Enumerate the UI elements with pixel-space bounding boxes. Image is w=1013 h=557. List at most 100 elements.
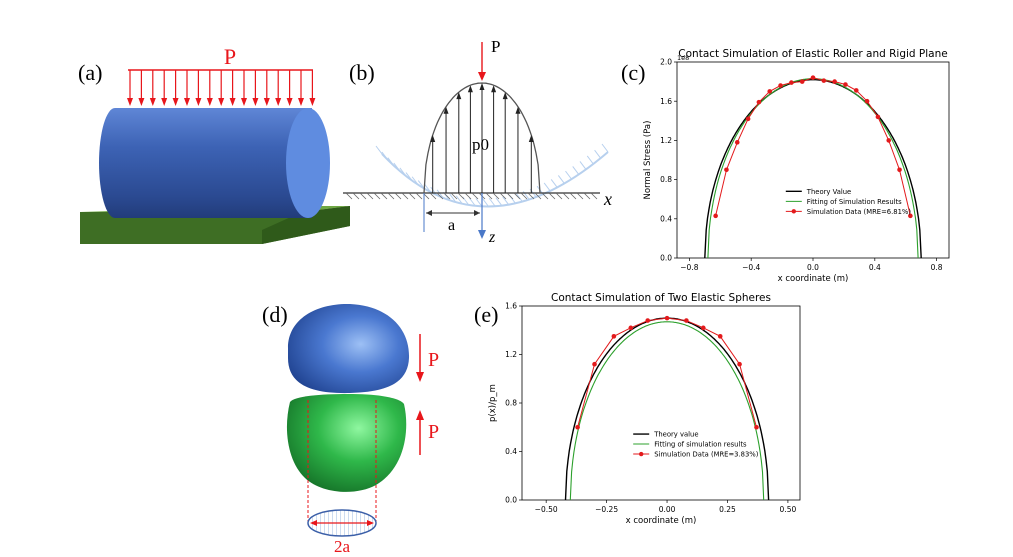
- ground-hatch-stroke: [506, 192, 514, 200]
- pressure-arrow-head: [491, 85, 497, 93]
- data-point-sim: [745, 116, 751, 122]
- z-axis-arrow: [478, 230, 486, 239]
- ground-hatch-stroke: [583, 192, 591, 200]
- surface-hatch-stroke: [557, 175, 565, 184]
- ground-hatch-stroke: [499, 192, 507, 200]
- data-point-sim: [713, 213, 718, 219]
- data-point-sim: [684, 318, 689, 323]
- ground-hatch-stroke: [541, 192, 549, 200]
- load-arrow-head: [218, 98, 225, 106]
- legend-marker-sim: [639, 451, 644, 457]
- data-point-sim: [767, 89, 773, 94]
- y-tick-label: 1.2: [660, 136, 672, 145]
- legend-entry: Simulation Data (MRE=6.81%): [807, 208, 912, 216]
- surface-hatch-stroke: [601, 143, 609, 153]
- load-arrow-head: [298, 98, 304, 106]
- sphere-top: [288, 303, 410, 394]
- ground-hatch-stroke: [576, 192, 584, 200]
- ground-hatch-stroke: [415, 192, 423, 200]
- chart-title: Contact Simulation of Elastic Roller and…: [678, 48, 947, 60]
- roller-body: [99, 108, 312, 218]
- pressure-arrow-head: [456, 92, 462, 100]
- y-tick-label: 2.0: [660, 58, 672, 67]
- ground-hatch-stroke: [387, 192, 395, 200]
- pressure-arrow-head: [528, 135, 534, 143]
- surface-hatch-stroke: [594, 149, 602, 159]
- load-arrow-top-head: [416, 372, 424, 382]
- data-point-sim: [810, 75, 816, 80]
- series-line-fit: [569, 321, 765, 501]
- data-point-sim: [724, 167, 729, 173]
- load-arrow-head: [206, 98, 213, 106]
- surface-hatch-stroke: [515, 193, 523, 202]
- panel-label-b: (b): [349, 60, 375, 85]
- pressure-arrow-head: [443, 106, 449, 114]
- surface-hatch-stroke: [468, 197, 476, 207]
- chart-title: Contact Simulation of Two Elastic Sphere…: [551, 292, 771, 304]
- ground-hatch-stroke: [471, 192, 479, 200]
- data-point-sim: [799, 79, 805, 84]
- y-tick-label: 0.8: [660, 175, 672, 184]
- data-point-sim: [575, 424, 580, 430]
- pressure-arrow-head: [479, 83, 485, 90]
- panel-label-c: (c): [621, 60, 645, 85]
- load-arrow-head: [286, 98, 293, 106]
- sphere-bottom: [286, 394, 407, 492]
- elastic-surface: [381, 151, 609, 208]
- data-point-sim: [754, 424, 759, 430]
- ground-hatch-stroke: [450, 192, 458, 200]
- surface-hatch-stroke: [475, 198, 483, 207]
- y-axis-label: p(x)/p_m: [488, 384, 498, 422]
- surface-hatch-stroke: [387, 157, 395, 167]
- surface-hatch-stroke: [565, 170, 572, 180]
- x-tick-label: −0.8: [680, 263, 698, 272]
- load-arrow-head: [127, 98, 133, 106]
- surface-hatch-stroke: [375, 145, 383, 155]
- half-width-label: a: [448, 217, 455, 234]
- series-line-fit: [707, 78, 919, 259]
- x-tick-label: −0.25: [595, 505, 618, 514]
- y-tick-label: 1.2: [505, 350, 517, 359]
- x-tick-label: 0.0: [807, 263, 819, 272]
- ground-hatch-stroke: [492, 192, 500, 200]
- data-point-sim: [734, 140, 740, 145]
- data-point-sim: [886, 138, 892, 143]
- panel-a: (a) P: [78, 44, 350, 244]
- surface-hatch-stroke: [430, 186, 438, 196]
- surface-hatch: [375, 143, 609, 207]
- ground-hatch-stroke: [373, 192, 381, 200]
- y-tick-label: 0.4: [660, 214, 672, 223]
- ground-hatch-stroke: [429, 192, 437, 200]
- data-point-sim: [756, 99, 762, 105]
- ground-hatch-stroke: [464, 192, 472, 200]
- data-point-sim: [611, 334, 617, 339]
- contact-width-arrow-right: [367, 520, 374, 526]
- data-point-sim: [628, 325, 634, 331]
- ground-hatch: [345, 192, 598, 200]
- surface-hatch-stroke: [399, 167, 407, 177]
- legend-entry: Simulation Data (MRE=3.83%): [654, 451, 759, 459]
- x-tick-label: −0.4: [742, 263, 760, 272]
- data-point-sim: [664, 315, 670, 321]
- y-tick-label: 0.0: [505, 496, 517, 505]
- load-arrow-head: [195, 98, 202, 106]
- data-point-sim: [853, 88, 859, 93]
- panel-e: (e) Contact Simulation of Two Elastic Sp…: [474, 292, 801, 526]
- pressure-arrow-head: [467, 85, 473, 93]
- plot-frame: [676, 61, 950, 259]
- pressure-arrow-head: [502, 92, 508, 100]
- load-arrow-head: [161, 98, 168, 106]
- series-line-sim: [577, 317, 757, 428]
- y-tick-label: 0.0: [660, 254, 672, 263]
- series-line-theory: [704, 78, 922, 259]
- ground-hatch-stroke: [443, 192, 451, 200]
- load-label-p: P: [491, 37, 500, 56]
- ground-hatch-stroke: [590, 192, 598, 200]
- surface-hatch-stroke: [550, 179, 558, 188]
- y-tick-label: 0.8: [505, 399, 517, 408]
- load-arrow-head: [252, 98, 259, 106]
- half-width-arrow-right: [474, 210, 480, 216]
- ground-hatch-stroke: [457, 192, 465, 200]
- surface-hatch-stroke: [449, 193, 457, 203]
- y-tick-label: 1.6: [660, 97, 672, 106]
